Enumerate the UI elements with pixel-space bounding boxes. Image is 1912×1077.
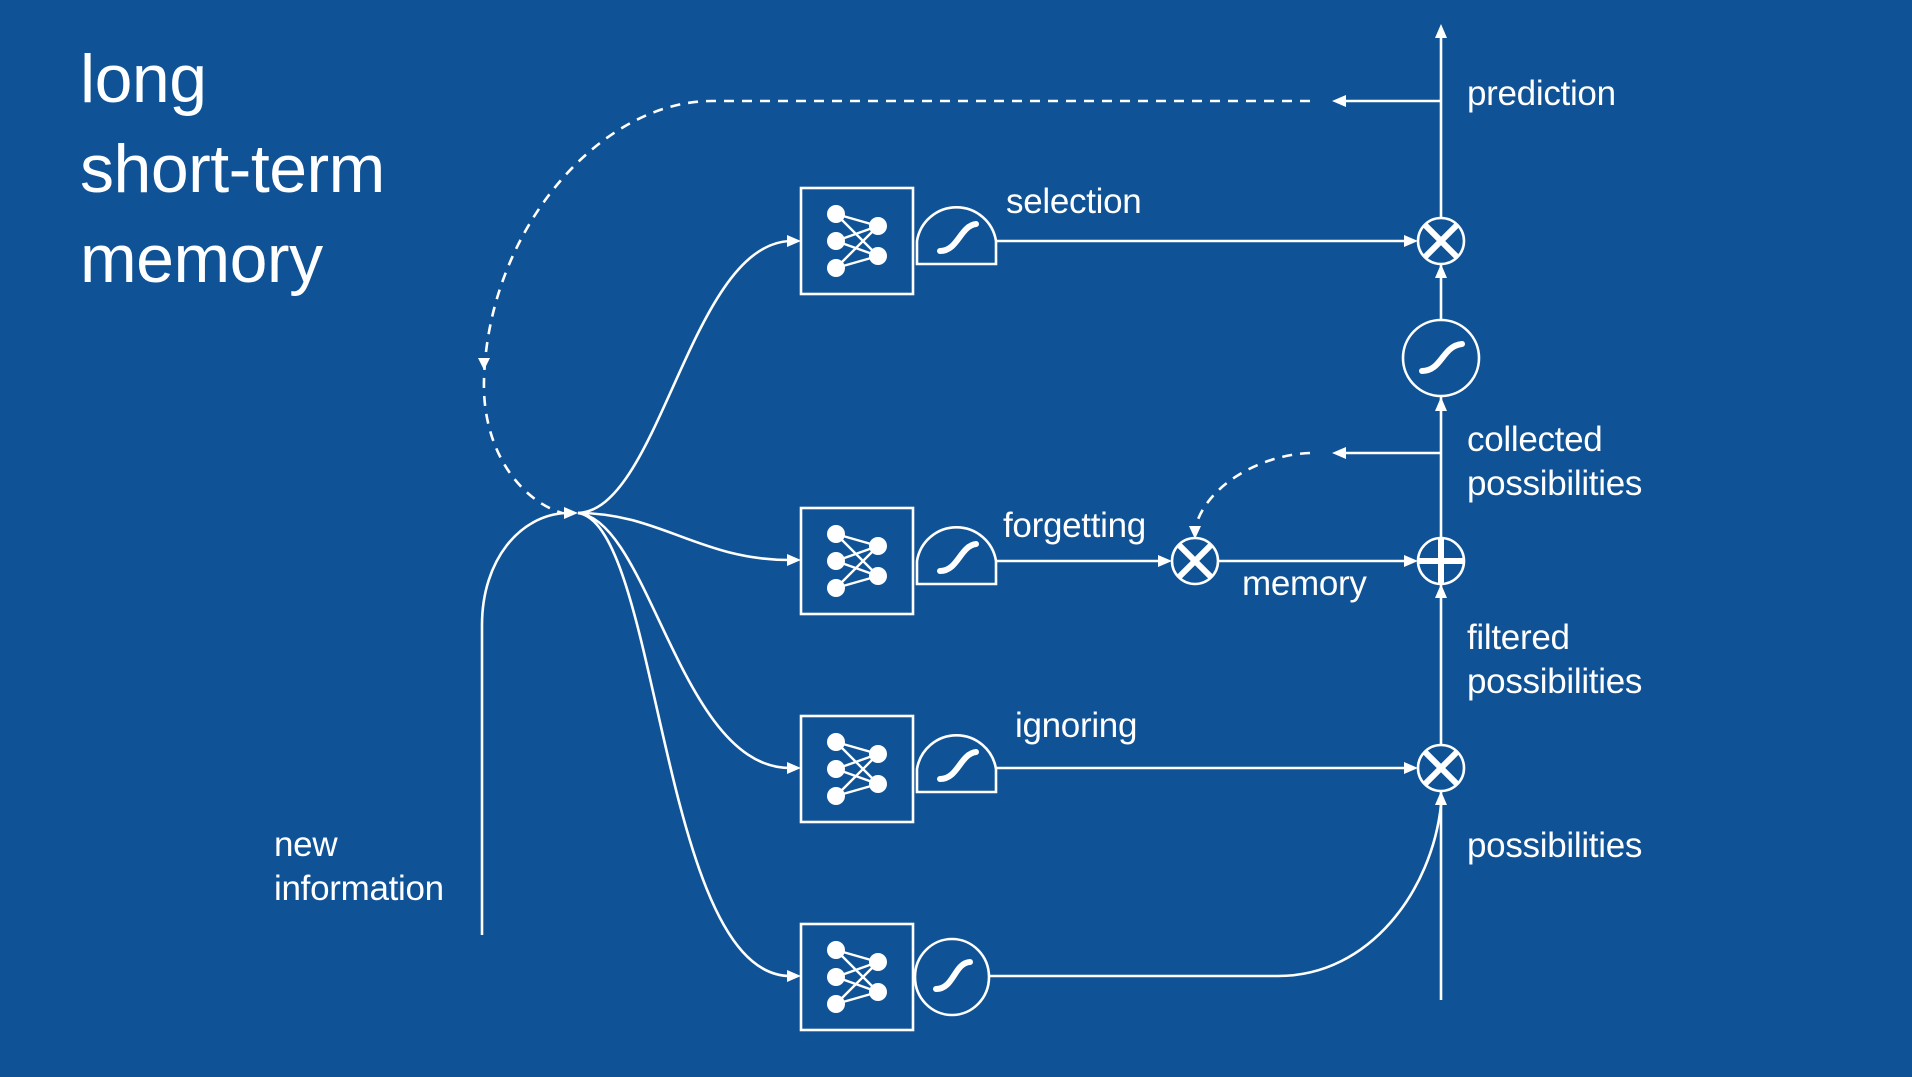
prediction-feedback-dashed bbox=[482, 99, 1310, 515]
sigmoid-selection-icon bbox=[915, 206, 998, 266]
up-arrow-to-multiply-top bbox=[1435, 264, 1447, 278]
branch-possibilities bbox=[577, 511, 791, 978]
forgetting-network-block bbox=[799, 506, 915, 616]
label-filtered-line-1: filtered bbox=[1467, 618, 1570, 657]
label-memory: memory bbox=[1242, 564, 1367, 603]
label-new-information-line-1: new bbox=[274, 825, 338, 864]
possibilities-network-block bbox=[799, 922, 915, 1032]
prediction-output-arrow bbox=[1435, 24, 1447, 38]
label-prediction: prediction bbox=[1467, 74, 1616, 113]
neural-network-icon bbox=[825, 203, 889, 279]
title-line-2: short-term bbox=[80, 131, 385, 207]
branch-forgetting-arrow bbox=[787, 554, 801, 566]
prediction-feedback-arrow bbox=[1332, 95, 1346, 107]
neural-network-icon bbox=[825, 523, 889, 599]
collected-feedback-arrow bbox=[1332, 447, 1346, 459]
tanh-possibilities-icon bbox=[913, 937, 991, 1017]
label-filtered-possibilities: filtered possibilities bbox=[1467, 616, 1642, 704]
label-filtered-line-2: possibilities bbox=[1467, 662, 1643, 701]
title-line-1: long bbox=[80, 41, 207, 117]
junction-arrow bbox=[564, 507, 578, 519]
neural-network-icon bbox=[825, 939, 889, 1015]
up-arrow-to-multiply-bottom bbox=[1435, 791, 1447, 805]
branch-selection bbox=[577, 239, 791, 515]
sigmoid-forgetting-icon bbox=[915, 526, 998, 586]
collected-feedback-dashed bbox=[1194, 451, 1311, 526]
title-line-3: memory bbox=[80, 221, 323, 297]
label-ignoring: ignoring bbox=[1015, 706, 1138, 745]
up-arrow-to-add bbox=[1435, 584, 1447, 598]
up-arrow-to-tanh bbox=[1435, 397, 1447, 411]
selection-arrow bbox=[1404, 235, 1418, 247]
label-new-information: new information bbox=[274, 823, 444, 911]
label-new-information-line-2: information bbox=[274, 869, 444, 908]
branch-ignoring bbox=[577, 511, 791, 770]
multiply-forgetting-icon bbox=[1170, 536, 1220, 586]
branch-possibilities-arrow bbox=[787, 970, 801, 982]
ignoring-arrow bbox=[1404, 762, 1418, 774]
new-information-line bbox=[480, 511, 567, 935]
branch-selection-arrow bbox=[787, 235, 801, 247]
feedback-down-arrow bbox=[478, 358, 490, 370]
neural-network-icon bbox=[825, 731, 889, 807]
branch-ignoring-arrow bbox=[787, 762, 801, 774]
label-collected-line-2: possibilities bbox=[1467, 464, 1643, 503]
label-forgetting: forgetting bbox=[1003, 506, 1146, 545]
label-selection: selection bbox=[1006, 182, 1142, 221]
ignoring-network-block bbox=[799, 714, 915, 824]
sigmoid-ignoring-icon bbox=[915, 734, 998, 794]
collected-feedback-down-arrow bbox=[1189, 526, 1201, 539]
slide-title: long short-term memory bbox=[80, 34, 385, 304]
forgetting-arrow bbox=[1158, 555, 1172, 567]
branch-forgetting bbox=[577, 511, 791, 562]
possibilities-line bbox=[989, 804, 1443, 978]
add-memory-icon bbox=[1416, 536, 1466, 586]
selection-network-block bbox=[799, 186, 915, 296]
multiply-ignoring-icon bbox=[1416, 743, 1466, 793]
tanh-output-icon bbox=[1401, 318, 1481, 398]
label-collected-possibilities: collected possibilities bbox=[1467, 418, 1642, 506]
label-possibilities: possibilities bbox=[1467, 826, 1643, 865]
multiply-selection-icon bbox=[1416, 216, 1466, 266]
memory-arrow bbox=[1404, 555, 1418, 567]
label-collected-line-1: collected bbox=[1467, 420, 1603, 459]
